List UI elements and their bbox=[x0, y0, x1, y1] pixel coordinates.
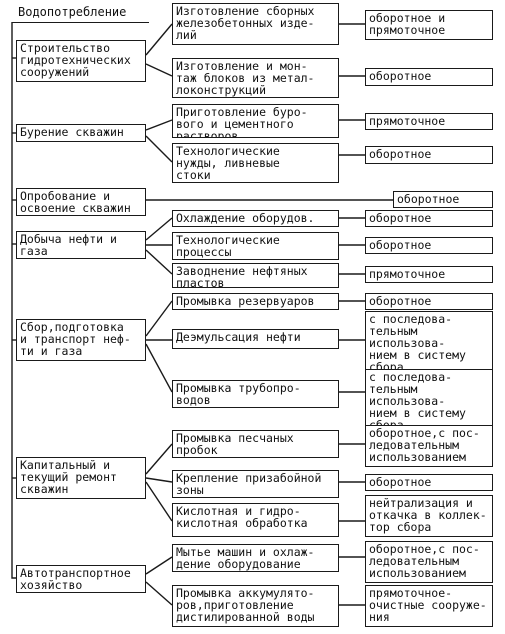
root-underline bbox=[12, 22, 149, 23]
process-pipeline-washing-box: Промывка трубопро- водов bbox=[172, 380, 339, 408]
process-equipment-cooling-box: Охлаждение оборудов. bbox=[172, 210, 339, 227]
supply-type-box: оборотное и прямоточное bbox=[365, 10, 493, 40]
supply-type-box: прямоточное bbox=[365, 113, 493, 130]
supply-type-box: прямоточное bbox=[365, 266, 493, 283]
process-tech-needs-box: Технологические нужды, ливневые стоки bbox=[172, 143, 339, 183]
stage-production-box: Добыча нефти и газа bbox=[16, 231, 146, 259]
supply-type-box: с последова- тельным использова- нием в … bbox=[365, 369, 493, 433]
supply-type-box: оборотное bbox=[365, 237, 493, 254]
stage-workover-box: Капитальный и текущий ремонт скважин bbox=[16, 457, 146, 499]
supply-type-box: прямоточное- очистные сооруже- ния bbox=[365, 585, 493, 627]
process-drilling-fluid-box: Приготовление буро- вого и цементного ра… bbox=[172, 104, 339, 138]
process-demulsification-box: Деэмульсация нефти bbox=[172, 329, 339, 349]
supply-type-box: оборотное,с пос- ледовательным использов… bbox=[365, 541, 493, 583]
stage-drilling-box: Бурение скважин bbox=[16, 124, 146, 142]
supply-type-box: оборотное bbox=[365, 210, 493, 227]
stage-testing-box: Опробование и освоение скважин bbox=[16, 188, 146, 216]
stage-gathering-box: Сбор,подготовка и транспорт неф- ти и га… bbox=[16, 319, 146, 361]
stage-transport-box: Автотранспортное хозяйство bbox=[16, 565, 146, 593]
supply-type-box: оборотное bbox=[393, 191, 493, 208]
supply-type-box: оборотное bbox=[365, 293, 493, 310]
supply-type-box: оборотное bbox=[365, 474, 493, 491]
process-vehicle-washing-box: Мытье машин и охлаж- дение оборудование bbox=[172, 544, 339, 572]
process-technological-box: Технологические процессы bbox=[172, 232, 339, 260]
process-bottomhole-box: Крепление призабойной зоны bbox=[172, 470, 339, 498]
diagram-root-title: Водопотребление bbox=[18, 5, 127, 19]
process-rc-products-box: Изготовление сборных железобетонных изде… bbox=[172, 3, 339, 45]
process-battery-washing-box: Промывка аккумулято- ров,приготовление д… bbox=[172, 585, 339, 627]
supply-type-box: нейтрализация и откачка в коллек- тор сб… bbox=[365, 495, 493, 537]
supply-type-box: оборотное,с пос- ледовательным использов… bbox=[365, 425, 493, 467]
process-tank-washing-box: Промывка резервуаров bbox=[172, 293, 339, 310]
supply-type-box: оборотное bbox=[365, 68, 493, 86]
supply-type-box: с последова- тельным использова- нием в … bbox=[365, 311, 493, 375]
process-metal-blocks-box: Изготовление и мон- таж блоков из метал-… bbox=[172, 58, 339, 98]
supply-type-box: оборотное bbox=[365, 146, 493, 164]
stage-construction-box: Строительство гидротехнических сооружени… bbox=[16, 40, 146, 82]
process-waterflooding-box: Заводнение нефтяных пластов bbox=[172, 263, 339, 288]
process-acid-treatment-box: Кислотная и гидро- кислотная обработка bbox=[172, 503, 339, 537]
process-sand-plug-box: Промывка песчаных пробок bbox=[172, 430, 339, 458]
